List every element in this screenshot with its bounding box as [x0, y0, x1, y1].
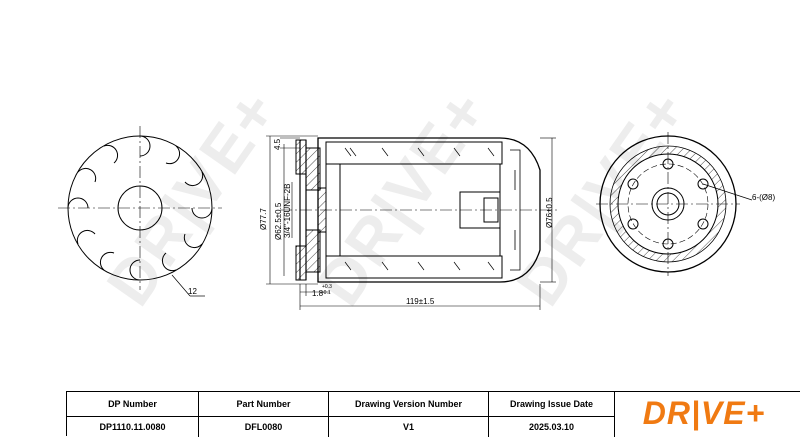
top-view: [58, 126, 222, 297]
part-number-header: Part Number: [199, 392, 328, 417]
section-view: [266, 135, 560, 310]
drive-logo: DR|VE+: [614, 393, 794, 433]
dim-body-diameter: Ø76±0.5: [545, 197, 554, 228]
drawing-version-header: Drawing Version Number: [329, 392, 488, 417]
dim-height-top: 4.5: [273, 138, 282, 150]
drive-logo-mark: DR|VE+: [643, 395, 766, 431]
dim-thread: 3/4"-16UNF-2B: [283, 184, 292, 238]
dim-gasket-base: 1.8: [312, 289, 324, 298]
technical-drawing: 12: [58, 126, 775, 310]
dim-seal-diameter: Ø62.5±0.5: [274, 202, 283, 240]
title-block: DP Number DP1110.11.0080 Part Number DFL…: [66, 391, 800, 437]
dp-number-header: DP Number: [67, 392, 198, 417]
dp-number-value: DP1110.11.0080: [99, 421, 166, 432]
drawing-version-value: V1: [402, 421, 414, 432]
dim-wall: 12: [188, 287, 197, 296]
drawing-issue-date-header: Drawing Issue Date: [489, 392, 614, 417]
dim-outer-diameter: Ø77.7: [259, 208, 268, 230]
drawing-issue-date-value: 2025.03.10: [528, 421, 575, 432]
col-dp-number: DP Number DP1110.11.0080: [67, 392, 199, 437]
drive-logo-text: DR|VE+: [643, 395, 766, 431]
dim-length: 119±1.5: [406, 297, 435, 306]
part-number-value: DFL0080: [244, 421, 283, 432]
base-view: [596, 132, 753, 276]
dim-gasket-tol-plus: +0.3: [322, 284, 332, 290]
dim-holes: 6-(Ø8): [752, 193, 775, 202]
col-drawing-version: Drawing Version Number V1: [329, 392, 489, 437]
col-drawing-issue-date: Drawing Issue Date 2025.03.10: [489, 392, 615, 437]
col-part-number: Part Number DFL0080: [199, 392, 329, 437]
dim-gasket-tol-minus: -0.1: [322, 290, 331, 296]
